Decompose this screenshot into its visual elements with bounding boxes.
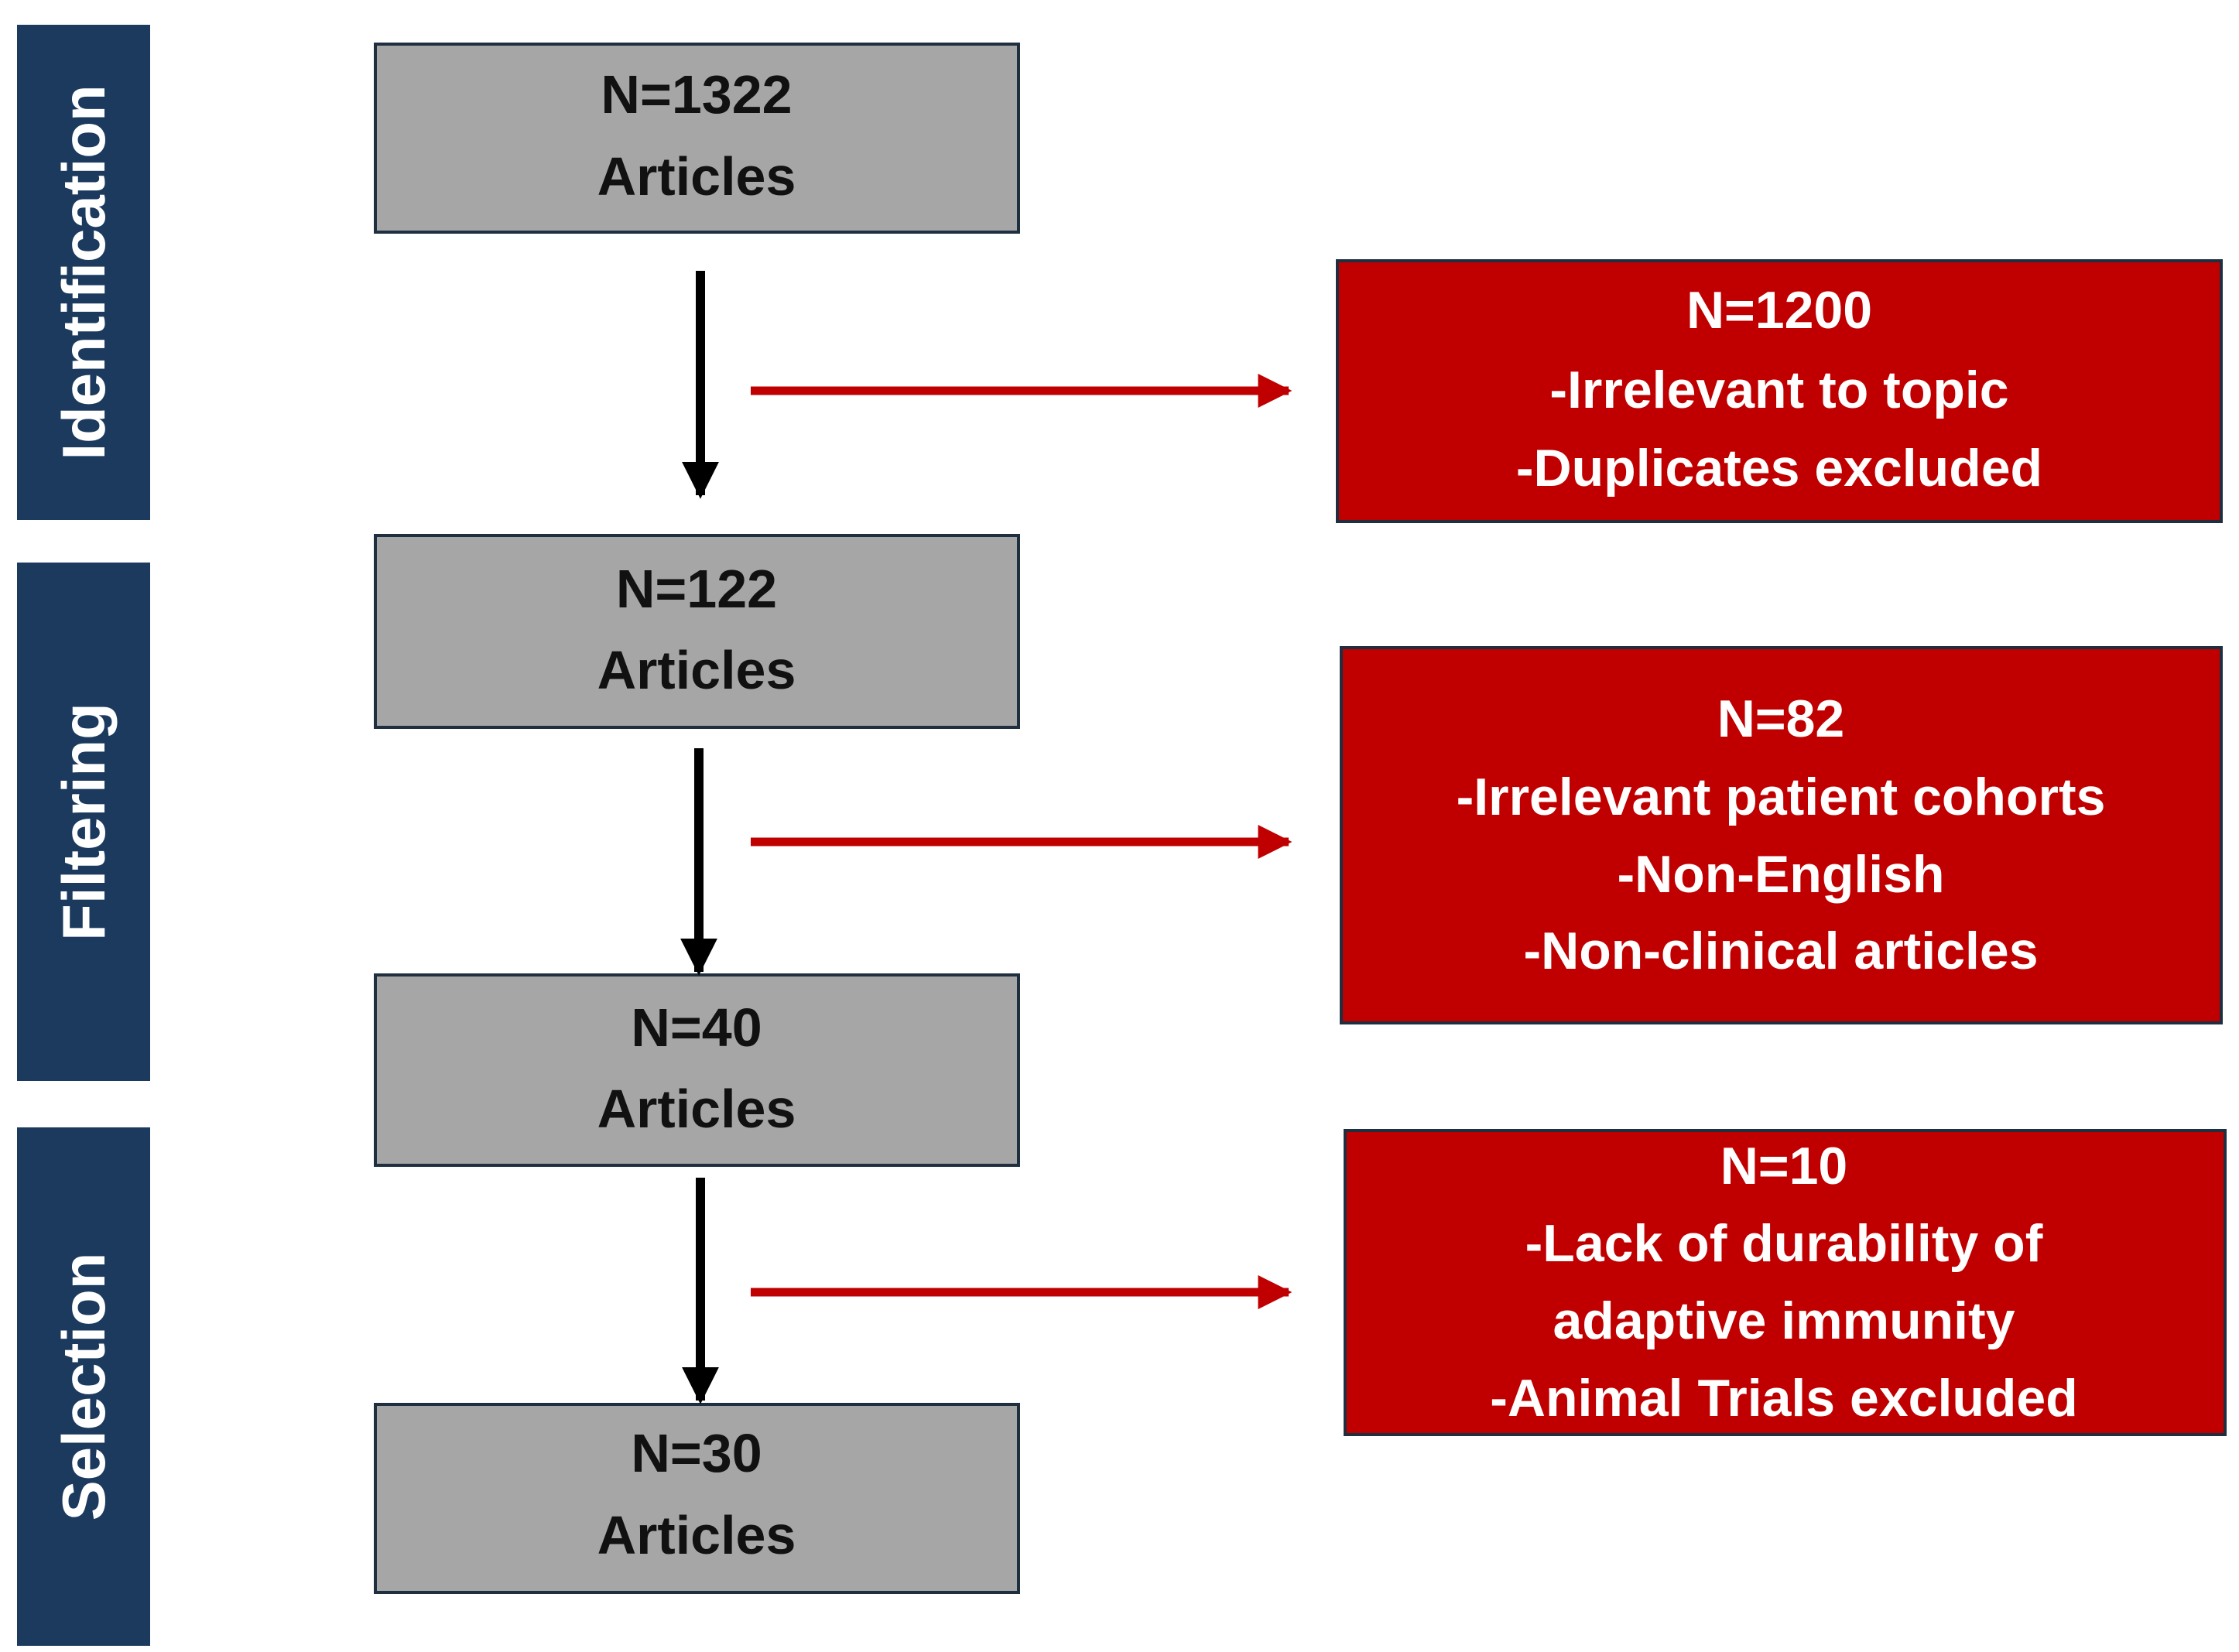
article-box-2: N=122 Articles bbox=[374, 534, 1020, 729]
exclusion-box-3-rect bbox=[1344, 1129, 2227, 1436]
exclusion-box-2-reason-1: -Irrelevant patient cohorts bbox=[1457, 768, 2106, 826]
article-box-3-label: Articles bbox=[597, 1079, 796, 1139]
exclusion-box-3: N=10 -Lack of durability of adaptive imm… bbox=[1344, 1129, 2227, 1436]
exclusion-box-1-rect bbox=[1336, 259, 2223, 523]
article-box-4-count: N=30 bbox=[631, 1423, 762, 1483]
exclusion-box-2-count: N=82 bbox=[1717, 689, 1844, 748]
stage-identification-label: Identification bbox=[50, 84, 118, 460]
exclusion-box-2-rect bbox=[1340, 646, 2223, 1024]
article-box-2-count: N=122 bbox=[616, 559, 777, 619]
stage-filtering: Filtering bbox=[17, 563, 150, 1081]
stage-selection-label: Selection bbox=[50, 1253, 118, 1521]
exclusion-box-1-reason-2: -Duplicates excluded bbox=[1516, 439, 2042, 498]
exclusion-box-3-reason-2: adaptive immunity bbox=[1553, 1291, 2015, 1350]
article-box-3: N=40 Articles bbox=[374, 973, 1020, 1167]
article-box-2-rect bbox=[374, 534, 1020, 729]
exclusion-box-1-reason-1: -Irrelevant to topic bbox=[1549, 361, 2008, 419]
exclusion-box-3-reason-1: -Lack of durability of bbox=[1525, 1214, 2043, 1273]
exclusion-box-2-reason-3: -Non-clinical articles bbox=[1523, 922, 2038, 980]
exclusion-box-3-reason-3: -Animal Trials excluded bbox=[1490, 1369, 2078, 1428]
stage-filtering-label: Filtering bbox=[50, 703, 118, 941]
article-box-1-label: Articles bbox=[597, 146, 796, 207]
exclusion-box-1: N=1200 -Irrelevant to topic -Duplicates … bbox=[1336, 259, 2223, 523]
article-box-4-rect bbox=[374, 1403, 1020, 1594]
article-box-1-count: N=1322 bbox=[601, 64, 792, 125]
exclusion-box-2: N=82 -Irrelevant patient cohorts -Non-En… bbox=[1340, 646, 2223, 1024]
exclusion-box-1-count: N=1200 bbox=[1686, 281, 1872, 340]
article-box-4: N=30 Articles bbox=[374, 1403, 1020, 1594]
exclusion-box-3-count: N=10 bbox=[1720, 1137, 1847, 1195]
stage-filtering-bar bbox=[17, 563, 150, 1081]
stage-selection-bar bbox=[17, 1127, 150, 1646]
stage-identification: Identification bbox=[17, 25, 150, 520]
article-box-3-count: N=40 bbox=[631, 997, 762, 1058]
article-box-2-label: Articles bbox=[597, 640, 796, 700]
exclusion-box-2-reason-2: -Non-English bbox=[1617, 845, 1944, 904]
article-box-1: N=1322 Articles bbox=[374, 43, 1020, 234]
article-box-1-rect bbox=[374, 43, 1020, 234]
article-box-3-rect bbox=[374, 973, 1020, 1167]
article-box-4-label: Articles bbox=[597, 1505, 796, 1565]
stage-identification-bar bbox=[17, 25, 150, 520]
stage-selection: Selection bbox=[17, 1127, 150, 1646]
